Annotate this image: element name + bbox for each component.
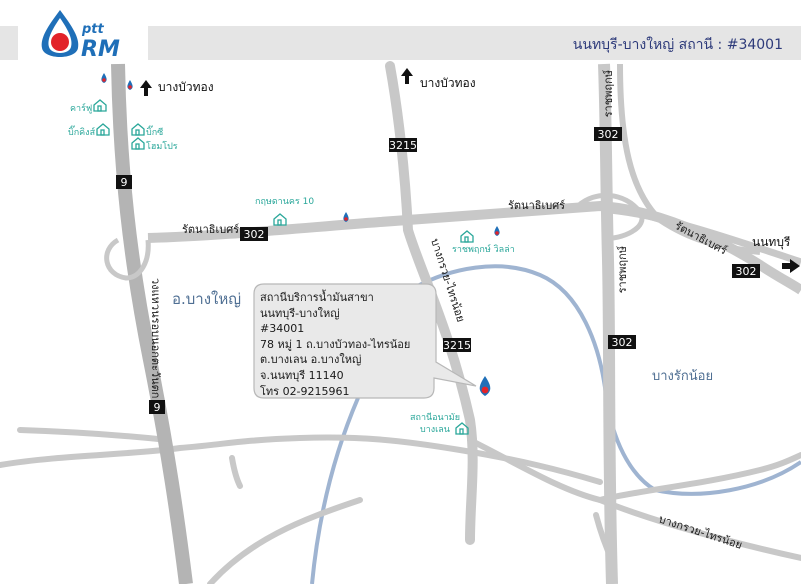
svg-text:302: 302 <box>244 228 265 241</box>
home-icon <box>93 99 474 435</box>
shield-302-right-lower: 302 <box>608 335 636 349</box>
shield-9-top: 9 <box>116 175 132 189</box>
place-health-station-1: สถานีอนามัย <box>410 412 460 423</box>
svg-text:302: 302 <box>612 336 633 349</box>
shield-302-left: 302 <box>240 227 268 241</box>
callout-line: ต.บางเลน อ.บางใหญ่ <box>260 353 362 367</box>
svg-text:302: 302 <box>736 265 757 278</box>
station-marker-icon <box>479 376 491 396</box>
header-logo-gap <box>18 26 148 60</box>
direction-bang-bua-thong-mid: บางบัวทอง <box>420 76 476 90</box>
place-ratchaphruek-villa: ราชพฤกษ์ วิลล่า <box>452 243 515 255</box>
road-ratchaphruek-curve <box>617 63 761 255</box>
fuel-drop-icon <box>101 73 107 83</box>
callout-line: โทร 02-9215961 <box>260 384 350 398</box>
label-bangkruai-sainoi-bottom: บางกรวย-ไทรน้อย <box>657 512 744 551</box>
road-highway-9 <box>111 63 193 584</box>
arrow-right-icon <box>782 259 800 273</box>
road-ratchaphruek-loop <box>576 192 645 241</box>
minor-roads <box>0 427 801 584</box>
road-rattanathibet-east <box>609 206 801 266</box>
label-rattanathibet-mid: รัตนาธิเบศร์ <box>508 199 565 212</box>
header-station-label: นนทบุรี-บางใหญ่ สถานี : #34001 <box>573 36 783 53</box>
shield-9-bottom: 9 <box>149 400 165 414</box>
svg-text:3215: 3215 <box>443 339 471 352</box>
fuel-drop-icon <box>343 212 349 222</box>
road-ratchaphruek <box>598 63 618 584</box>
svg-text:9: 9 <box>154 401 161 414</box>
place-kritsadanakorn: กฤษดานคร 10 <box>255 197 314 207</box>
logo-ptt-text: ptt <box>81 22 105 37</box>
label-ratchaphruek-lower: ราชพฤกษ์ <box>616 246 629 294</box>
svg-text:9: 9 <box>121 176 128 189</box>
place-home-pro: โฮมโปร <box>146 141 178 152</box>
shield-3215-lower: 3215 <box>443 338 471 352</box>
label-ratchaphruek-upper: ราชพฤกษ์ <box>602 70 615 118</box>
label-kanchanaphisek: วงแหวนรอบนอกตะวันตก <box>149 278 162 398</box>
station-info-callout: สถานีบริการน้ำมันสาขา นนทบุรี-บางใหญ่ #3… <box>254 284 432 398</box>
direction-nonthaburi: นนทบุรี <box>752 235 791 250</box>
fuel-drop-icon <box>127 80 133 90</box>
callout-bubble <box>253 283 477 399</box>
arrow-up-icon <box>401 68 413 84</box>
district-bang-rak-noi: บางรักน้อย <box>652 369 713 384</box>
district-bang-yai: อ.บางใหญ่ <box>172 290 241 308</box>
shield-3215-top: 3215 <box>389 138 417 152</box>
ptt-rm-logo: ptt RM <box>41 10 120 62</box>
arrow-up-icon <box>140 80 152 96</box>
svg-text:3215: 3215 <box>389 139 417 152</box>
callout-line: #34001 <box>260 322 305 336</box>
river-canal-south <box>310 397 360 584</box>
place-carrefour: คาร์ฟู <box>70 102 92 114</box>
place-big-c: บิ๊กซี <box>146 125 163 138</box>
callout-line: นนทบุรี-บางใหญ่ <box>260 306 340 320</box>
callout-line: 78 หมู่ 1 ถ.บางบัวทอง-ไทรน้อย <box>260 337 411 351</box>
road-highway-9-ramp <box>104 237 151 281</box>
direction-bang-bua-thong-left: บางบัวทอง <box>158 80 214 94</box>
shield-302-right-top: 302 <box>732 264 760 278</box>
label-rattanathibet-left: รัตนาธิเบศร์ <box>182 223 239 236</box>
callout-line: สถานีบริการน้ำมันสาขา <box>260 291 374 304</box>
svg-text:302: 302 <box>598 128 619 141</box>
fuel-drop-icon <box>494 226 500 236</box>
callout-line: จ.นนทบุรี 11140 <box>260 368 344 382</box>
logo-rm-text: RM <box>81 37 120 62</box>
place-health-station-2: บางเลน <box>420 425 450 435</box>
place-big-king: บิ๊กคิงส์ <box>68 125 96 138</box>
shield-302-mid: 302 <box>594 127 622 141</box>
